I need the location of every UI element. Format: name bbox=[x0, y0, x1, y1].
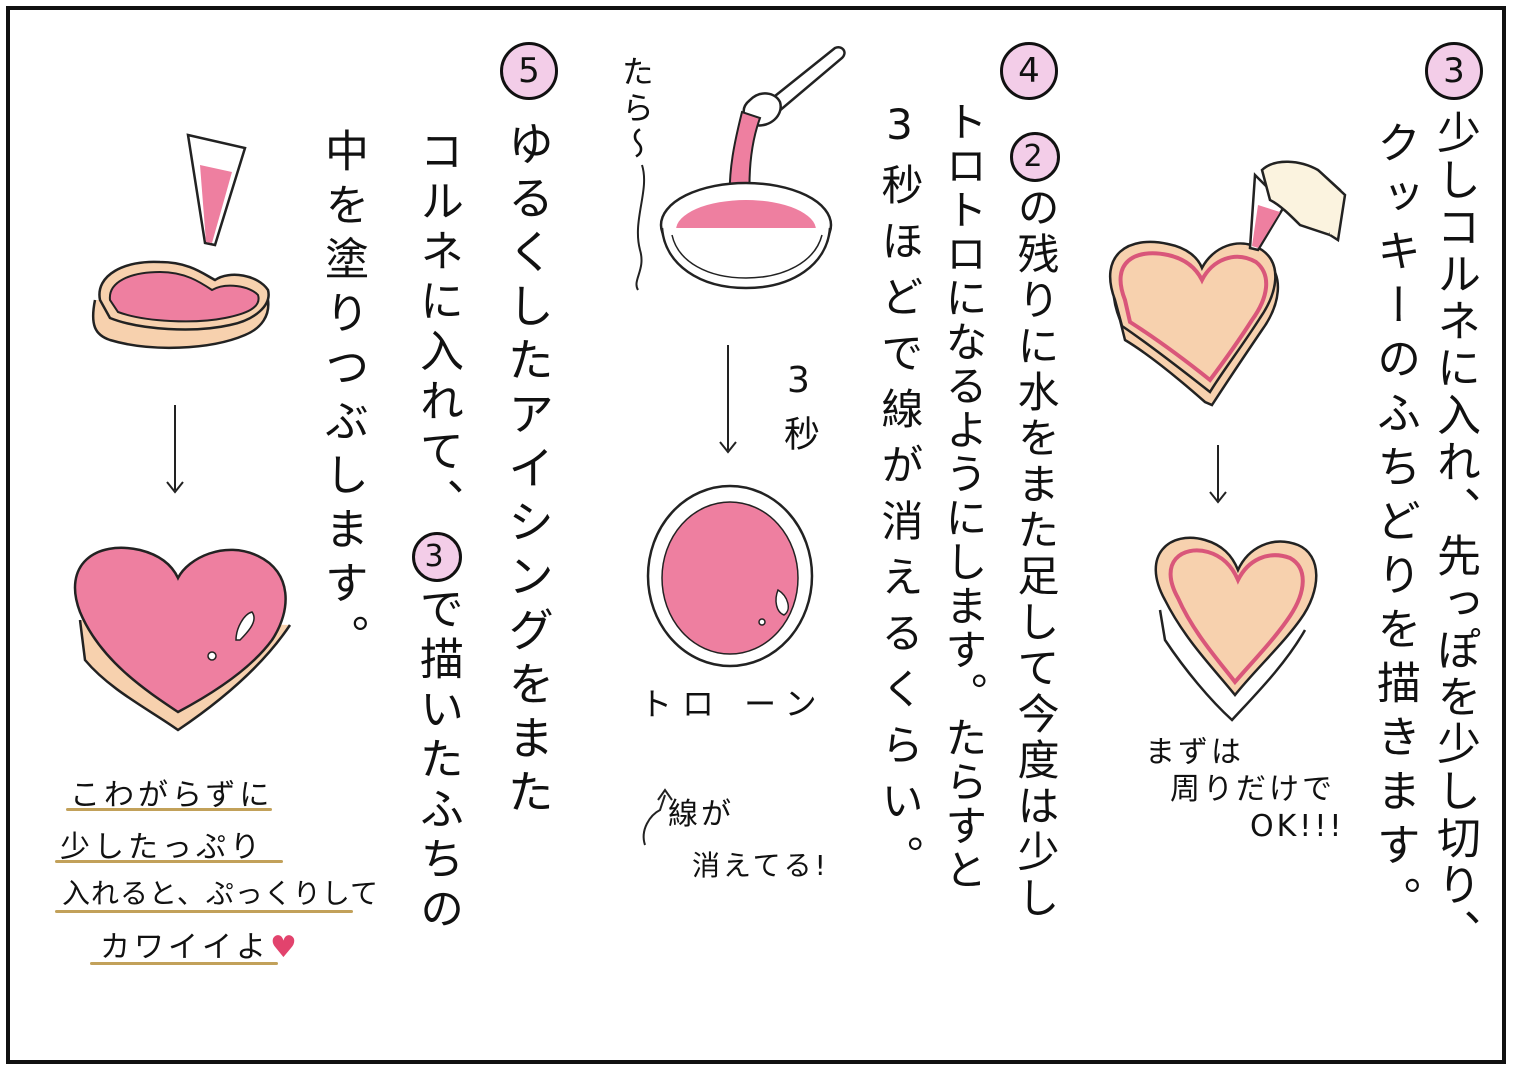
step5-note-line2: 少したっぷり bbox=[60, 830, 264, 865]
step5-note-line3: 入れると、ぷっくりして bbox=[62, 877, 380, 910]
step4-bowl-spoon-illustration bbox=[635, 46, 846, 291]
step5-text-line2-rest: で描いたふちの bbox=[412, 586, 463, 936]
step4-three-sec-label: 3秒 bbox=[778, 360, 819, 465]
step5-badge: 5 bbox=[500, 42, 558, 100]
step3-piping-heart-illustration bbox=[1108, 160, 1347, 407]
step4-tara-label: たら〜 bbox=[617, 55, 655, 163]
step4-text-line1-rest: の残りに水をまた足して今度は少し bbox=[1011, 186, 1060, 922]
step3-caption-line3: OK!!! bbox=[1250, 809, 1345, 844]
step5-filling-heart-illustration bbox=[91, 133, 270, 350]
step4-text-line3: 3秒ほどで線が消えるくらい。 bbox=[875, 100, 924, 891]
step5-note-line4: カワイイよ♥ bbox=[100, 922, 301, 966]
step5-note-underline3 bbox=[55, 910, 353, 913]
step4-bowl-top-view-illustration bbox=[646, 484, 814, 668]
step5-note-line4-text: カワイイよ bbox=[100, 930, 270, 965]
step5-note-underline2 bbox=[55, 860, 283, 863]
step5-arrow bbox=[166, 405, 184, 494]
step5-text-line2-start: コルネに入れて、 bbox=[412, 128, 463, 528]
step3-outlined-heart-illustration bbox=[1154, 536, 1318, 722]
step5-text-line3: 中を塗りつぶします。 bbox=[317, 128, 368, 668]
step4-line-gone-label-1: 線が bbox=[668, 797, 734, 832]
step3-caption-line1: まずは bbox=[1145, 735, 1244, 770]
step4-toron-label: トロ ーン bbox=[640, 685, 827, 723]
step5-inner-badge: 3 bbox=[412, 532, 462, 582]
step5-text-line1: ゆるくしたアイシングをまた bbox=[501, 120, 555, 822]
step5-note-underline1 bbox=[66, 808, 272, 811]
step4-text-line2: トロトロになるようにします。たらすと bbox=[939, 100, 988, 892]
step5-text-line2: コルネに入れて、3で描いたふちの bbox=[412, 128, 463, 936]
step4-text-line1: 2の残りに水をまた足して今度は少し bbox=[1010, 128, 1060, 922]
step3-text-line1: 少しコルネに入れ、先っぽを少し切り、 bbox=[1429, 110, 1480, 956]
step5-note-line1: こわがらずに bbox=[70, 778, 274, 813]
step3-caption-line2: 周りだけで bbox=[1170, 772, 1335, 807]
heart-icon: ♥ bbox=[270, 930, 301, 965]
step4-line-gone-label-2: 消えてる! bbox=[692, 849, 829, 882]
step4-inner-badge: 2 bbox=[1010, 132, 1060, 182]
step3-text-line2: クッキーのふちどりを描きます。 bbox=[1369, 120, 1420, 930]
step4-arrow bbox=[719, 345, 737, 454]
step4-small-arrow bbox=[642, 788, 673, 846]
step4-badge: 4 bbox=[1000, 42, 1058, 100]
step5-note-underline4 bbox=[90, 962, 278, 965]
step5-filled-heart-illustration bbox=[73, 546, 292, 732]
step3-badge: 3 bbox=[1425, 42, 1483, 100]
step3-arrow bbox=[1209, 445, 1227, 504]
